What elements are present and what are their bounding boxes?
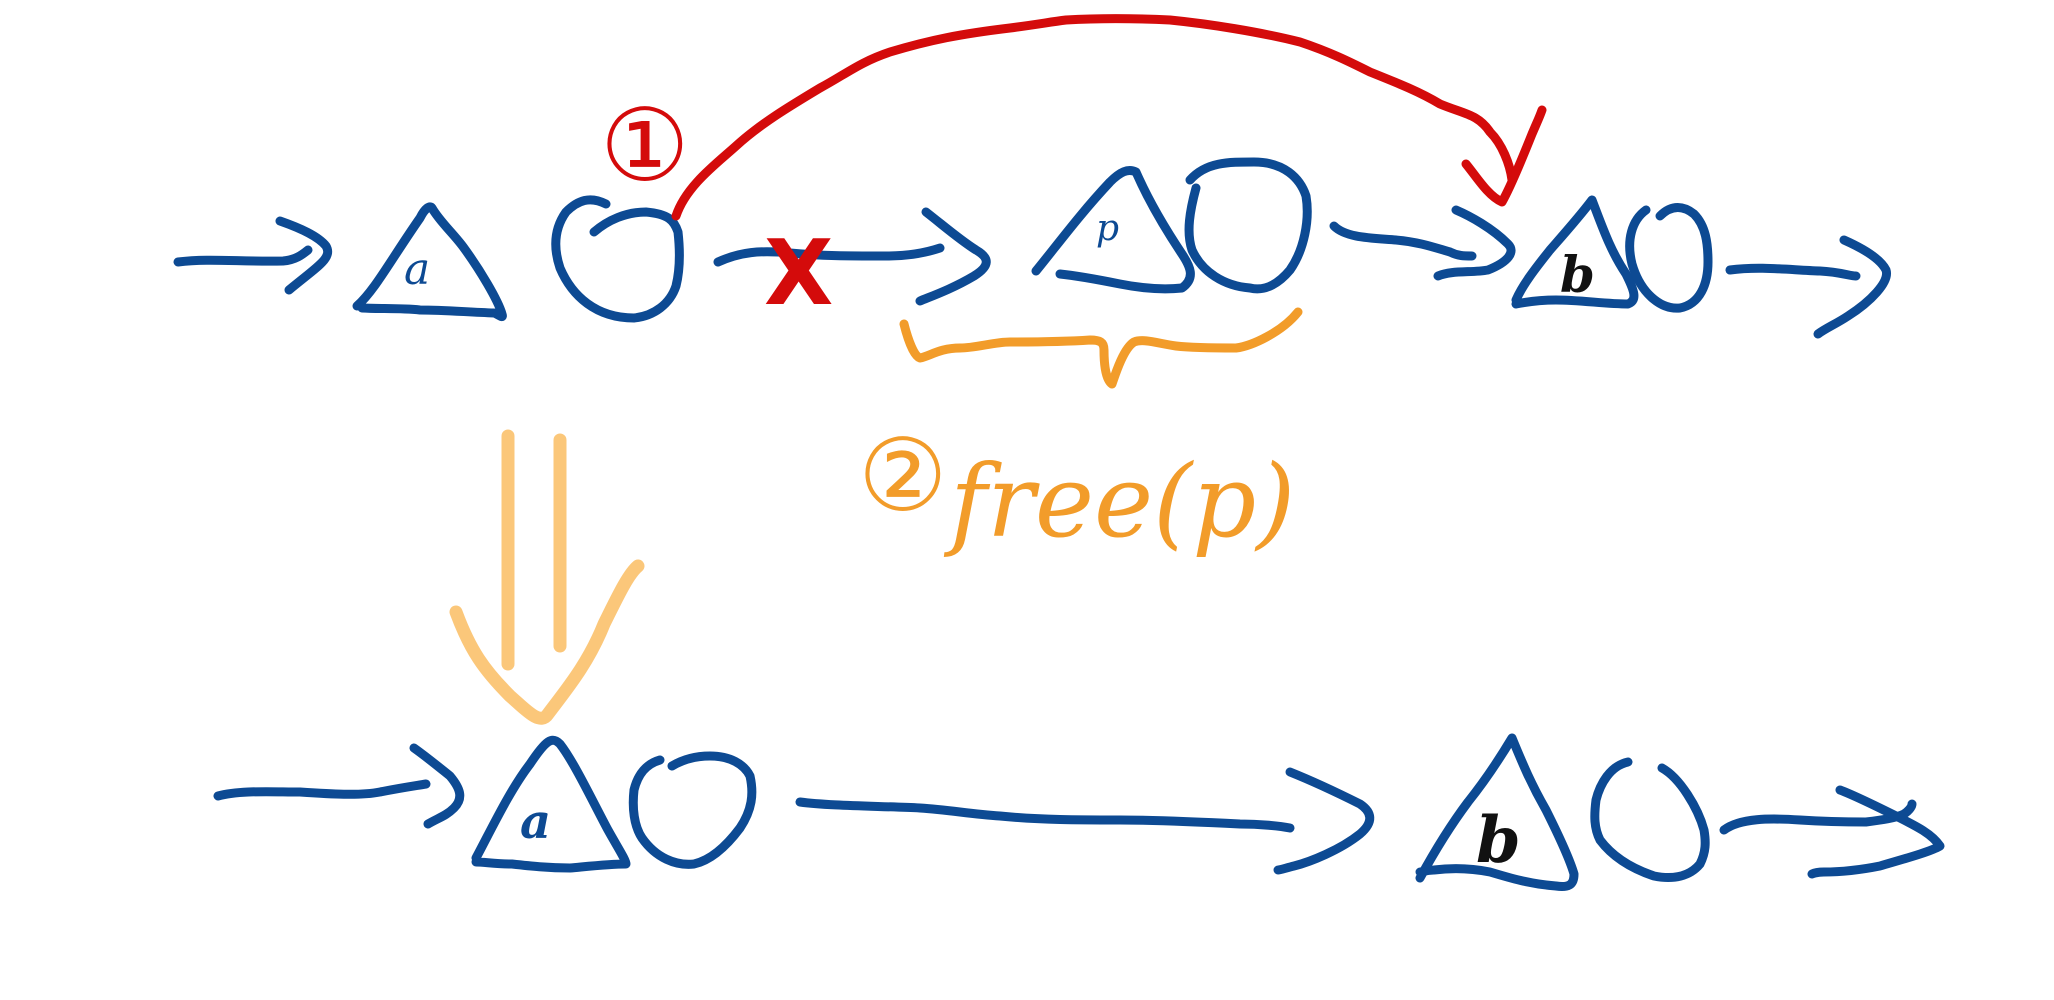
after-outgoing-arrow bbox=[1719, 785, 1945, 879]
after-pointer-a-to-b bbox=[795, 767, 1375, 875]
step2-brace bbox=[899, 307, 1303, 389]
step1-annotation: ① X bbox=[600, 14, 1547, 326]
after-node-a: a bbox=[471, 735, 757, 873]
node-a-data-triangle bbox=[352, 202, 507, 322]
node-b-data-triangle bbox=[1511, 195, 1639, 309]
node-b: b bbox=[1511, 195, 1713, 313]
cut-mark: X bbox=[764, 221, 833, 326]
node-a-next-circle bbox=[551, 195, 684, 323]
before-pointer-p-to-b bbox=[1329, 205, 1516, 281]
node-p: p bbox=[1031, 157, 1312, 294]
transition-arrow bbox=[449, 429, 645, 725]
after-node-b-data-triangle bbox=[1415, 733, 1579, 891]
node-b-label: b bbox=[1560, 245, 1595, 304]
after-node-a-next-circle bbox=[628, 751, 757, 869]
node-p-label: p bbox=[1096, 208, 1119, 249]
node-a-label: a bbox=[404, 244, 430, 295]
after-node-b-next-circle bbox=[1590, 757, 1710, 882]
node-p-next-circle bbox=[1184, 157, 1312, 294]
after-incoming-arrow bbox=[213, 743, 465, 829]
after-node-a-data-triangle bbox=[471, 735, 631, 873]
node-p-data-triangle bbox=[1031, 165, 1195, 294]
before-outgoing-arrow bbox=[1725, 235, 1891, 339]
step1-redirect-arrow bbox=[671, 14, 1517, 221]
after-list: a b bbox=[213, 733, 1945, 891]
node-b-next-circle bbox=[1625, 203, 1713, 313]
after-node-a-label: a bbox=[520, 794, 551, 850]
step1-arrowhead bbox=[1461, 105, 1547, 207]
node-a: a bbox=[352, 195, 684, 323]
step1-marker: ① bbox=[600, 87, 690, 204]
before-list: a p b bbox=[173, 157, 1891, 339]
after-node-b: b bbox=[1415, 733, 1710, 891]
after-node-b-label: b bbox=[1476, 803, 1521, 878]
before-pointer-a-to-p bbox=[713, 207, 991, 306]
step2-free-call: free(p) bbox=[943, 443, 1295, 560]
step2-marker: ② bbox=[858, 417, 948, 534]
before-incoming-arrow bbox=[173, 216, 333, 295]
step2-annotation: ② free(p) bbox=[858, 307, 1303, 560]
